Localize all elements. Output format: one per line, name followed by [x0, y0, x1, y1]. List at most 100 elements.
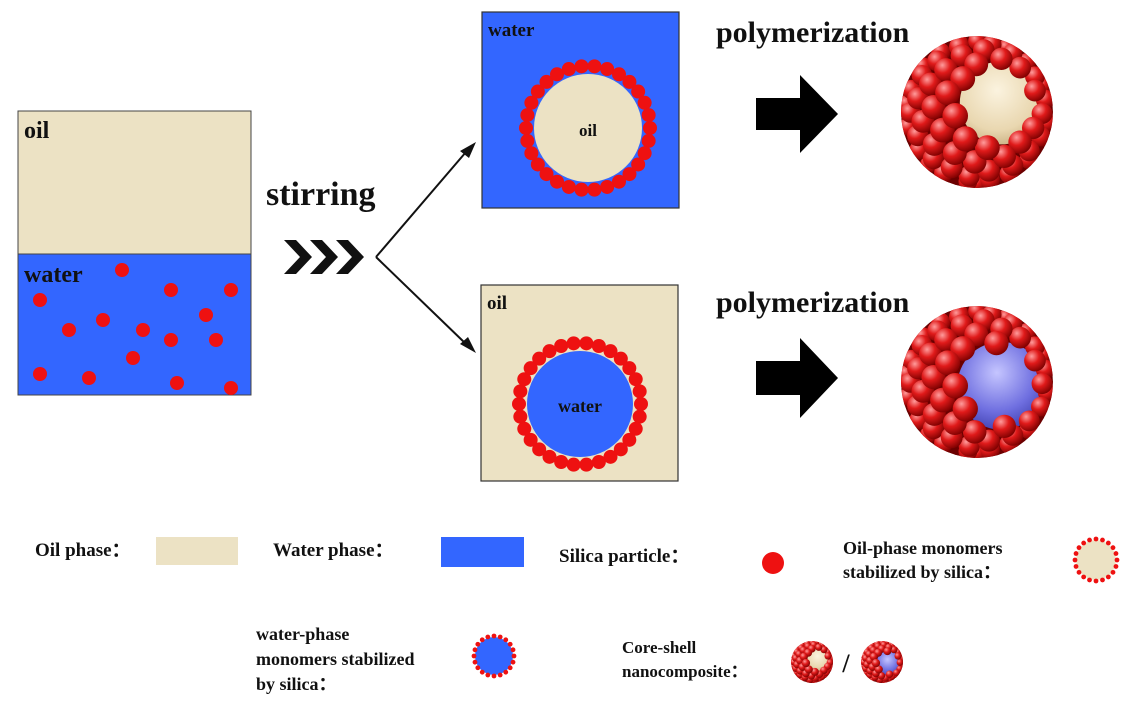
- silica-particle: [622, 167, 637, 182]
- silica-particle: [1076, 569, 1082, 575]
- branch-arrow-down: [375, 256, 467, 345]
- branch-arrow-up: [375, 151, 467, 258]
- branch-arrows: [375, 142, 476, 353]
- silica-bead: [935, 350, 961, 376]
- water-monomer-swatch: [471, 633, 517, 679]
- silica-particle: [1087, 577, 1092, 583]
- silica-bead: [935, 80, 961, 106]
- silica-particle: [170, 376, 184, 390]
- silica-particle: [587, 182, 602, 197]
- silica-particle: [164, 283, 178, 297]
- legend-core-shell-line1: Core-shell: [622, 638, 697, 657]
- silica-particle: [507, 665, 513, 671]
- oil-label: oil: [24, 118, 50, 144]
- silica-particle: [613, 442, 628, 457]
- silica-bead: [952, 396, 978, 422]
- silica-particle: [628, 421, 643, 436]
- silica-bead: [815, 643, 823, 651]
- top-outer-label: water: [488, 20, 535, 41]
- silica-particle: [479, 669, 485, 675]
- silica-bead: [1008, 130, 1032, 154]
- silica-bead: [871, 658, 881, 668]
- silica-bead: [824, 652, 832, 660]
- core-shell-sphere-water-core: [901, 306, 1053, 458]
- silica-bead: [874, 665, 883, 674]
- silica-bead: [896, 659, 903, 666]
- silica-particle: [1110, 545, 1116, 551]
- silica-particle: [503, 637, 509, 643]
- silica-particle: [600, 62, 615, 77]
- silica-particle: [532, 351, 547, 366]
- legend: /: [156, 536, 1120, 683]
- silica-particle: [600, 179, 615, 194]
- silica-particle: [520, 133, 535, 148]
- silica-particle: [485, 672, 491, 678]
- legend-silica-particle: Silica particle：: [559, 546, 690, 567]
- silica-particle: [33, 367, 47, 381]
- silica-particle: [513, 409, 528, 424]
- silica-particle: [641, 133, 656, 148]
- silica-bead: [1018, 410, 1040, 432]
- bottom-inner-label: water: [558, 396, 602, 416]
- silica-particle: [612, 67, 626, 82]
- silica-bead: [893, 669, 900, 677]
- silica-particle: [591, 338, 606, 353]
- silica-particle: [554, 338, 569, 353]
- silica-bead: [799, 652, 808, 661]
- silica-particle: [574, 59, 589, 74]
- silica-bead: [992, 414, 1016, 439]
- silica-particle: [472, 647, 478, 653]
- silica-bead: [801, 658, 811, 668]
- silica-particle: [115, 263, 129, 277]
- silica-particle: [622, 361, 637, 376]
- silica-particle: [136, 323, 150, 337]
- silica-particle: [542, 449, 557, 464]
- silica-bead: [1031, 396, 1051, 417]
- legend-water-monomers-line1: water-phase: [256, 624, 350, 644]
- silica-particle: [520, 108, 535, 123]
- silica-particle: [523, 432, 538, 447]
- oil-phase-region: [17, 110, 252, 255]
- silica-particle: [82, 371, 96, 385]
- silica-bead: [1024, 349, 1046, 372]
- silica-particle: [471, 653, 477, 659]
- silica-particle: [475, 641, 481, 647]
- silica-particle: [1081, 540, 1087, 546]
- silica-particle: [1114, 557, 1120, 563]
- silica-particle: [491, 673, 497, 679]
- silica-bead: [1031, 373, 1053, 395]
- legend-water-monomers-line3: by silica：: [256, 674, 337, 694]
- silica-particle: [1073, 564, 1079, 569]
- silica-particle: [632, 384, 647, 399]
- silica-particle: [643, 121, 657, 135]
- silica-bead: [1009, 56, 1032, 79]
- silica-bead: [990, 47, 1013, 71]
- legend-oil-phase: Oil phase：: [35, 540, 131, 561]
- silica-particle: [542, 344, 557, 359]
- silica-particle: [475, 665, 481, 671]
- arrowhead-down-icon: [460, 337, 476, 353]
- silica-particle: [524, 146, 539, 161]
- silica-shell-ring: [512, 336, 648, 472]
- core-shell-sphere-oil-core: [901, 36, 1053, 188]
- silica-particle: [637, 95, 652, 110]
- silica-particle: [566, 457, 581, 472]
- silica-particle: [550, 174, 564, 189]
- silica-bead: [869, 652, 878, 661]
- silica-bead: [1009, 326, 1032, 349]
- oil-phase-swatch: [156, 537, 238, 565]
- silica-particle-swatch: [762, 552, 784, 574]
- legend-separator: /: [841, 649, 850, 678]
- silica-particle: [613, 351, 628, 366]
- silica-particle: [510, 659, 516, 665]
- silica-particle: [550, 67, 564, 82]
- silica-particle: [579, 336, 594, 351]
- silica-bead: [883, 647, 892, 656]
- silica-particle: [628, 372, 643, 387]
- silica-particle: [591, 455, 606, 470]
- block-arrow-top-icon: [756, 75, 838, 153]
- legend-core-shell: Core-shell nanocomposite：: [622, 636, 748, 684]
- bottom-outer-label: oil: [487, 293, 507, 314]
- silica-bead: [942, 103, 969, 129]
